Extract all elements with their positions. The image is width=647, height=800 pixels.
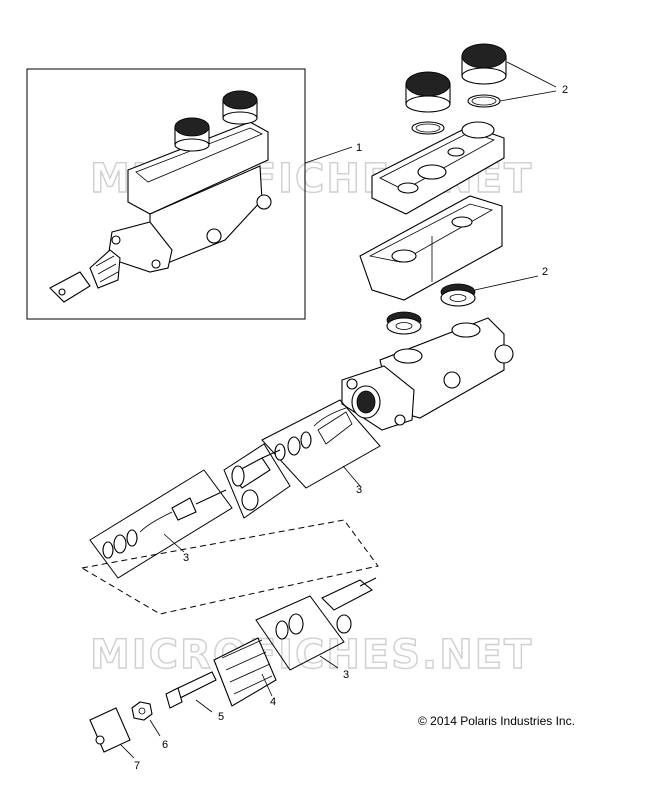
callout-5: 5: [218, 711, 224, 723]
callout-3-pushrod: 3: [343, 669, 349, 681]
assembly-inset: [26, 68, 353, 320]
callout-7: 7: [134, 760, 140, 772]
clevis: [89, 707, 135, 759]
callout-2-caps: 2: [562, 84, 568, 96]
copyright-notice: © 2014 Polaris Industries Inc.: [418, 714, 575, 728]
reservoir-tank: [359, 195, 503, 301]
callouts: 1 2 2 3 3 3 4 5 6 7: [134, 84, 568, 772]
reservoir-caps: [405, 43, 557, 135]
piston-kit-lower: [89, 469, 233, 579]
master-cylinder-body: [341, 317, 514, 431]
piston-kit-upper: [223, 399, 381, 519]
callout-1: 1: [356, 142, 362, 154]
callout-6: 6: [162, 739, 168, 751]
nut: [131, 701, 161, 737]
dashed-guide: [80, 519, 379, 615]
cap-left: [405, 71, 451, 113]
cap-right: [461, 43, 507, 85]
callout-2-grommets: 2: [542, 266, 548, 278]
watermark-bottom: MICROFICHES.NET: [90, 632, 533, 678]
reservoir-lid: [371, 121, 505, 215]
inset-cap-right: [222, 90, 258, 125]
boot: [213, 637, 277, 707]
pushrod: [165, 671, 217, 713]
grommets: [386, 275, 539, 335]
pushrod-kit: [255, 577, 377, 671]
inset-cap-left: [174, 117, 210, 152]
callout-3-lower: 3: [183, 552, 189, 564]
callout-4: 4: [270, 696, 276, 708]
callout-3-upper: 3: [356, 484, 362, 496]
